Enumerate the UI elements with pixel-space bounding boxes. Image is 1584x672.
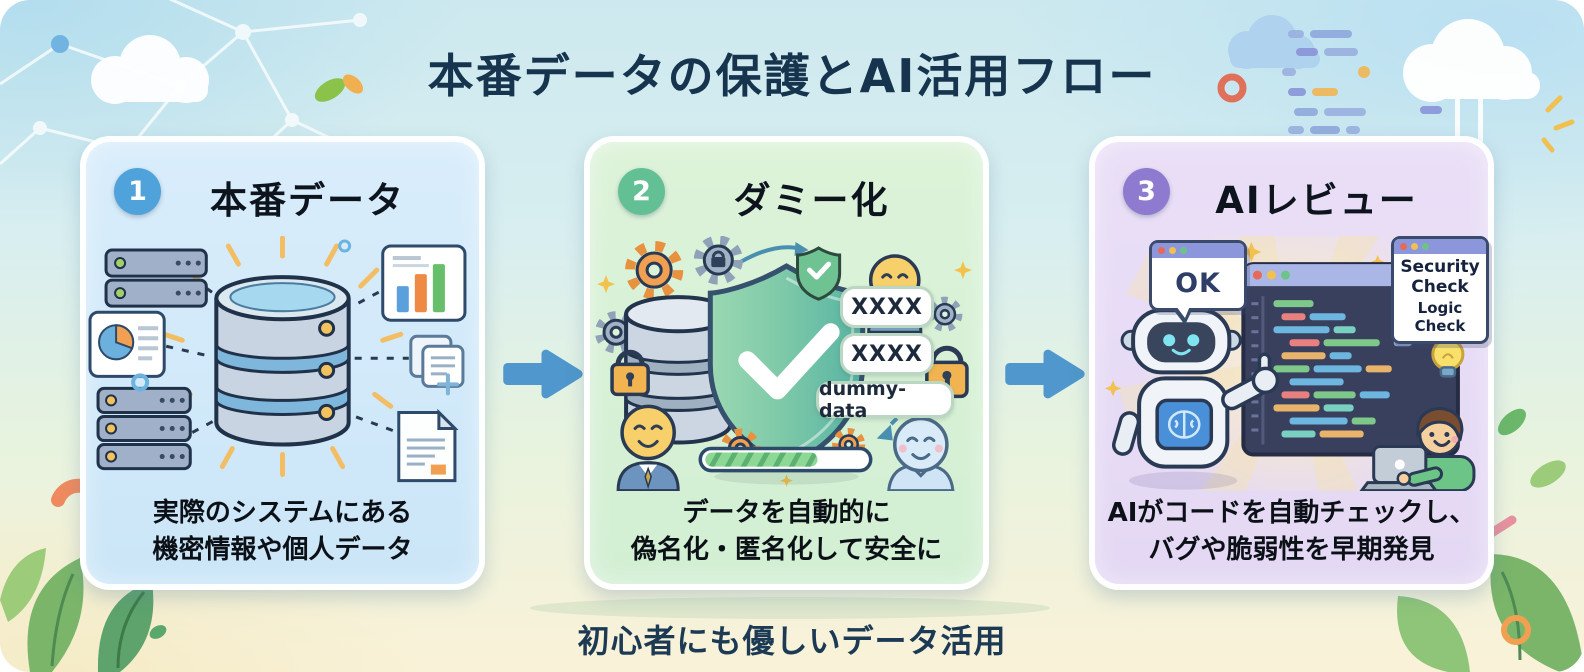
- network-node-blue: [51, 35, 69, 53]
- rays-icon: [161, 236, 404, 478]
- window-dot-red-icon: [1158, 247, 1165, 254]
- step2-number-badge: 2: [618, 168, 665, 215]
- leaf-icon: [0, 548, 167, 672]
- window-titlebar: [1152, 243, 1244, 258]
- gear-icon: [625, 241, 684, 300]
- step1-caption-line2: 機密情報や個人データ: [152, 534, 413, 565]
- ring-icon: [131, 373, 150, 392]
- progress-bar-icon: [698, 446, 873, 473]
- gear-lock-icon: [693, 236, 743, 285]
- server-rack-icon: [104, 248, 208, 308]
- arrow-right-icon: [1005, 349, 1085, 399]
- security-check-body: Security Check Logic Check: [1394, 254, 1486, 341]
- step3-panel-ai-review: 3 AIレビュー: [1089, 136, 1494, 590]
- small-shield-icon: [796, 246, 842, 301]
- step1-illustration: [86, 236, 479, 490]
- step2-caption: データを自動的に 偽名化・匿名化して安全に: [590, 495, 983, 568]
- step2-caption-line2: 偽名化・匿名化して安全に: [630, 534, 943, 565]
- window-dot-yellow-icon: [1411, 243, 1418, 250]
- code-lines-icon: [1273, 300, 1412, 438]
- ring-icon: [1217, 73, 1247, 103]
- step3-number-badge: 3: [1123, 168, 1170, 215]
- step3-caption-line2: バグや脆弱性を早期発見: [1148, 534, 1435, 565]
- plus-icon: [436, 373, 459, 396]
- leaf-icon: [1397, 408, 1584, 672]
- step3-caption: AIがコードを自動チェックし、 バグや脆弱性を早期発見: [1095, 495, 1488, 568]
- step3-caption-line1: AIがコードを自動チェックし、: [1107, 498, 1476, 529]
- window-dot-red-icon: [1400, 243, 1407, 250]
- step3-title: AIレビュー: [1215, 179, 1418, 222]
- curved-arrow-icon: [739, 242, 809, 264]
- document-icon: [397, 408, 459, 483]
- step2-title: ダミー化: [733, 179, 890, 222]
- window-dot-yellow-icon: [1169, 247, 1176, 254]
- developer-icon: [1359, 406, 1476, 491]
- server-rack-icon: [96, 386, 192, 471]
- dummy-data-field: dummy-data: [816, 378, 954, 422]
- ring-icon: [338, 239, 352, 253]
- logic-check-label: Logic Check: [1414, 299, 1466, 336]
- security-check-label: Security Check: [1400, 257, 1480, 297]
- sparkle-icon: [1105, 242, 1385, 397]
- step2-illustration: XXXX XXXX dummy-data: [590, 236, 983, 491]
- person-anonymous-icon: [887, 416, 955, 491]
- step1-panel-production-data: 1 本番データ: [80, 136, 485, 590]
- gear-icon: [927, 296, 963, 332]
- brain-icon: [1167, 410, 1201, 439]
- ok-label: OK: [1175, 267, 1221, 299]
- robot-icon: [1111, 284, 1280, 490]
- step2-caption-line1: データを自動的に: [682, 498, 891, 529]
- sparkle-icon: [597, 261, 972, 487]
- arrow-right-icon: [503, 349, 583, 399]
- cloud-icon: [1403, 19, 1540, 142]
- person-smiley-icon: [616, 404, 680, 491]
- window-titlebar: [1394, 239, 1486, 254]
- ring-icon: [1501, 615, 1531, 645]
- masked-field-1: XXXX: [840, 286, 934, 328]
- ok-speech-bubble: OK: [1149, 240, 1247, 325]
- step3-illustration: OK Security Check Logic Check: [1095, 236, 1489, 491]
- step1-caption: 実際のシステムにある 機密情報や個人データ: [86, 495, 479, 568]
- step1-number-badge: 1: [114, 168, 161, 215]
- window-dot-green-icon: [1180, 247, 1187, 254]
- database-icon: [214, 275, 351, 447]
- step2-panel-dummification: 2 ダミー化: [584, 136, 989, 590]
- documents-icon: [409, 334, 465, 388]
- footer-caption: 初心者にも優しいデータ活用: [577, 622, 1007, 660]
- lock-icon: [610, 349, 650, 397]
- sparkle-icon: [1541, 95, 1575, 153]
- step1-caption-line1: 実際のシステムにある: [152, 498, 413, 529]
- cloud-icon: [91, 35, 209, 104]
- leaf-icon: [314, 74, 364, 102]
- security-check-window: Security Check Logic Check: [1391, 236, 1489, 345]
- cloud-icon: [1228, 15, 1320, 69]
- footer-shadow: [530, 597, 1050, 619]
- window-dot-green-icon: [1422, 243, 1429, 250]
- step1-title: 本番データ: [210, 179, 405, 222]
- page-title: 本番データの保護とAI活用フロー: [427, 49, 1157, 103]
- shield-shadow: [714, 468, 859, 485]
- bar-chart-icon: [381, 244, 467, 322]
- lightbulb-icon: [1424, 322, 1472, 378]
- masked-field-2: XXXX: [840, 333, 934, 375]
- pie-chart-icon: [88, 310, 166, 378]
